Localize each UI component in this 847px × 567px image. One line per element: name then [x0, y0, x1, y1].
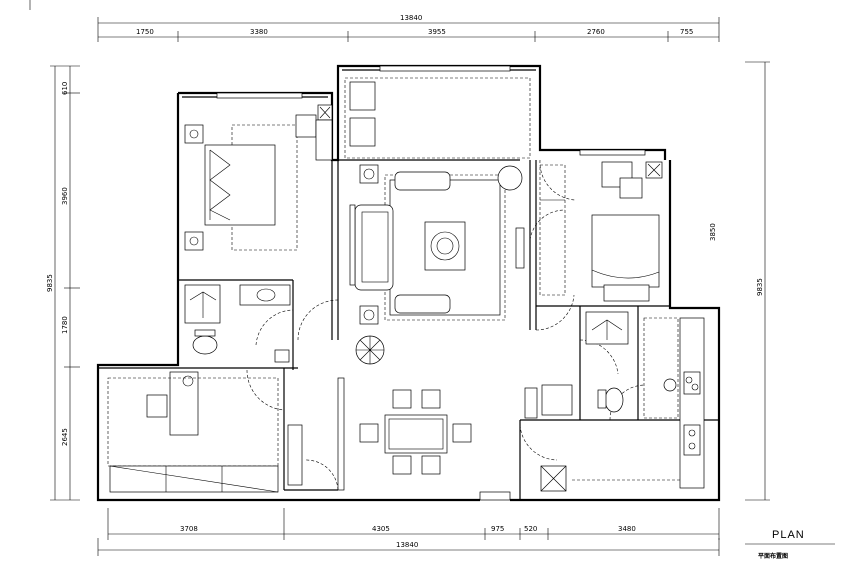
towel-rack: [524, 387, 538, 419]
bedside-table-top: [184, 124, 204, 144]
sink-icon: [256, 288, 276, 302]
top-dimension-5: 755: [680, 28, 693, 36]
balcony: [344, 77, 531, 159]
bottom-dimension-3: 975: [491, 525, 504, 533]
left-dimension-2: 3960: [61, 187, 69, 205]
entry-door-threshold: [479, 491, 511, 501]
double-bed: [591, 214, 660, 288]
tv-cabinet: [515, 227, 525, 269]
office-chair: [146, 394, 168, 418]
top-total-dimension: 13840: [400, 14, 422, 22]
top-dimension-3: 3955: [428, 28, 446, 36]
armchair-top: [394, 171, 451, 191]
interior-walls: [98, 159, 719, 501]
dining-chair: [452, 423, 472, 443]
master-bedroom: [184, 104, 333, 251]
second-bedroom: [539, 161, 663, 302]
coffee-table-ornament: [430, 231, 460, 261]
lamp-icon: [189, 129, 199, 139]
bedside-table-bottom: [184, 231, 204, 251]
sofa: [354, 204, 394, 291]
bed-bench: [603, 284, 650, 302]
kitchen-counter: [679, 317, 705, 489]
left-dimension-lines: 9835 610 3960 1780 2645: [46, 65, 80, 501]
side-table: [359, 164, 379, 184]
top-dimension-2: 3380: [250, 28, 268, 36]
top-dimension-4: 2760: [587, 28, 605, 36]
plan-title: PLAN: [772, 529, 805, 541]
left-dimension-4: 2645: [61, 428, 69, 446]
bottom-dimension-4: 520: [524, 525, 537, 533]
master-bathroom: [184, 284, 291, 363]
left-dimension-3: 1780: [61, 316, 69, 334]
right-total-dimension: 9835: [756, 278, 764, 296]
column: [337, 377, 345, 491]
coffee-table: [424, 221, 466, 271]
dining-chair: [421, 455, 441, 475]
desk-chair: [619, 177, 643, 199]
shower-enclosure: [184, 284, 221, 324]
lounge-chair: [349, 117, 376, 147]
dining-table: [384, 414, 448, 454]
bottom-dimension-2: 4305: [372, 525, 390, 533]
armchair-bottom: [394, 294, 451, 314]
shoe-cabinet: [287, 424, 303, 486]
stove-icon: [683, 371, 701, 395]
dining-chair: [392, 389, 412, 409]
right-inner-dimension: 3850: [709, 223, 717, 241]
desk: [169, 371, 199, 436]
top-dimension-1: 1750: [136, 28, 154, 36]
bottom-total-dimension: 13840: [396, 541, 418, 549]
bottom-dimension-5: 3480: [618, 525, 636, 533]
top-left-window: [216, 92, 303, 99]
lamp-icon: [189, 236, 199, 246]
dining-chair: [392, 455, 412, 475]
lamp-icon: [182, 375, 194, 387]
living-room: [349, 164, 525, 365]
bottom-dimension-lines: 3708 4305 975 520 3480 13840: [97, 508, 720, 556]
vanity: [239, 284, 291, 306]
second-bathroom: [524, 311, 629, 419]
dining-chair: [359, 423, 379, 443]
top-dimension-lines: 13840 1750 3380 3955 2760 755: [97, 14, 720, 42]
left-dimension-1: 610: [61, 82, 69, 95]
toilet-icon: [192, 335, 218, 355]
kitchen: [540, 317, 705, 492]
top-right-window: [579, 149, 646, 156]
bottom-dimension-1: 3708: [180, 525, 198, 533]
left-total-dimension: 9835: [46, 274, 54, 292]
stool-icon: [663, 378, 677, 392]
side-table: [359, 305, 379, 325]
sink-icon: [683, 424, 701, 456]
toilet-icon: [604, 387, 624, 413]
plan-subtitle: 平面布置图: [758, 552, 788, 560]
wash-basin-small: [274, 349, 290, 363]
desk-chair: [295, 114, 317, 138]
title-block: PLAN 平面布置图: [745, 529, 835, 560]
study-room: [107, 371, 303, 493]
right-dimension-lines: 9835 3850: [709, 61, 770, 501]
wardrobe: [315, 119, 333, 161]
lounge-chair: [349, 81, 376, 111]
balcony-window: [379, 65, 511, 72]
dining-area: [359, 389, 472, 475]
outer-walls: [96, 64, 721, 502]
dining-chair: [421, 389, 441, 409]
plant-pot: [497, 165, 523, 191]
